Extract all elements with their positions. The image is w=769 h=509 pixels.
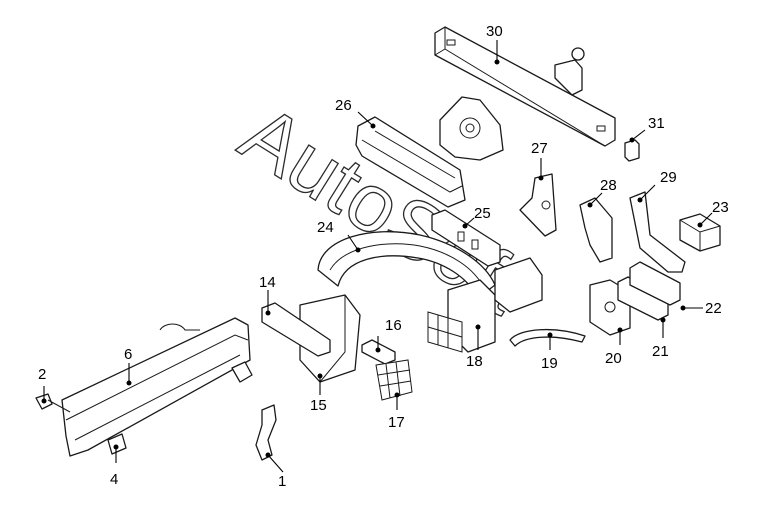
callout-23: 23 — [712, 199, 729, 216]
part-17-grille[interactable] — [375, 359, 413, 401]
part-18-panel[interactable] — [427, 257, 543, 353]
callout-19: 19 — [541, 355, 558, 372]
callout-6: 6 — [124, 346, 132, 363]
part-14-bracket[interactable] — [261, 302, 331, 357]
callout-17: 17 — [388, 414, 405, 431]
callout-4: 4 — [110, 471, 118, 488]
part-27-bracket[interactable] — [519, 173, 557, 237]
part-4-clip[interactable] — [107, 433, 127, 455]
part-29-bracket[interactable] — [629, 191, 686, 273]
part-22-strip[interactable] — [629, 261, 681, 306]
callout-27: 27 — [531, 140, 548, 157]
callout-31: 31 — [648, 115, 665, 132]
callout-30: 30 — [486, 23, 503, 40]
part-21-strip[interactable] — [617, 276, 669, 321]
callout-14: 14 — [259, 274, 276, 291]
callout-29: 29 — [660, 169, 677, 186]
callout-26: 26 — [335, 97, 352, 114]
callout-24: 24 — [317, 219, 334, 236]
part-26-frame-section[interactable] — [355, 116, 466, 208]
callout-15: 15 — [310, 397, 327, 414]
callout-25: 25 — [474, 205, 491, 222]
callout-2: 2 — [38, 366, 46, 383]
callout-16: 16 — [385, 317, 402, 334]
part-25-rail[interactable] — [431, 209, 501, 267]
part-28-bracket[interactable] — [579, 197, 613, 263]
callout-28: 28 — [600, 177, 617, 194]
part-6-end-bracket[interactable] — [231, 361, 253, 383]
callout-22: 22 — [705, 300, 722, 317]
part-1-bracket[interactable] — [255, 404, 277, 461]
part-23-block[interactable] — [679, 213, 721, 252]
callout-21: 21 — [652, 343, 669, 360]
part-19-rod[interactable] — [509, 328, 586, 347]
callout-1: 1 — [278, 473, 286, 490]
part-15-flap[interactable] — [299, 294, 361, 383]
part-30-bracket[interactable] — [554, 47, 585, 96]
callout-18: 18 — [466, 353, 483, 370]
part-6-side-rail[interactable] — [61, 317, 251, 457]
part-31-cap[interactable] — [624, 139, 640, 162]
callout-20: 20 — [605, 350, 622, 367]
part-26-mount[interactable] — [439, 96, 504, 161]
part-30-cross-beam[interactable] — [434, 26, 616, 147]
